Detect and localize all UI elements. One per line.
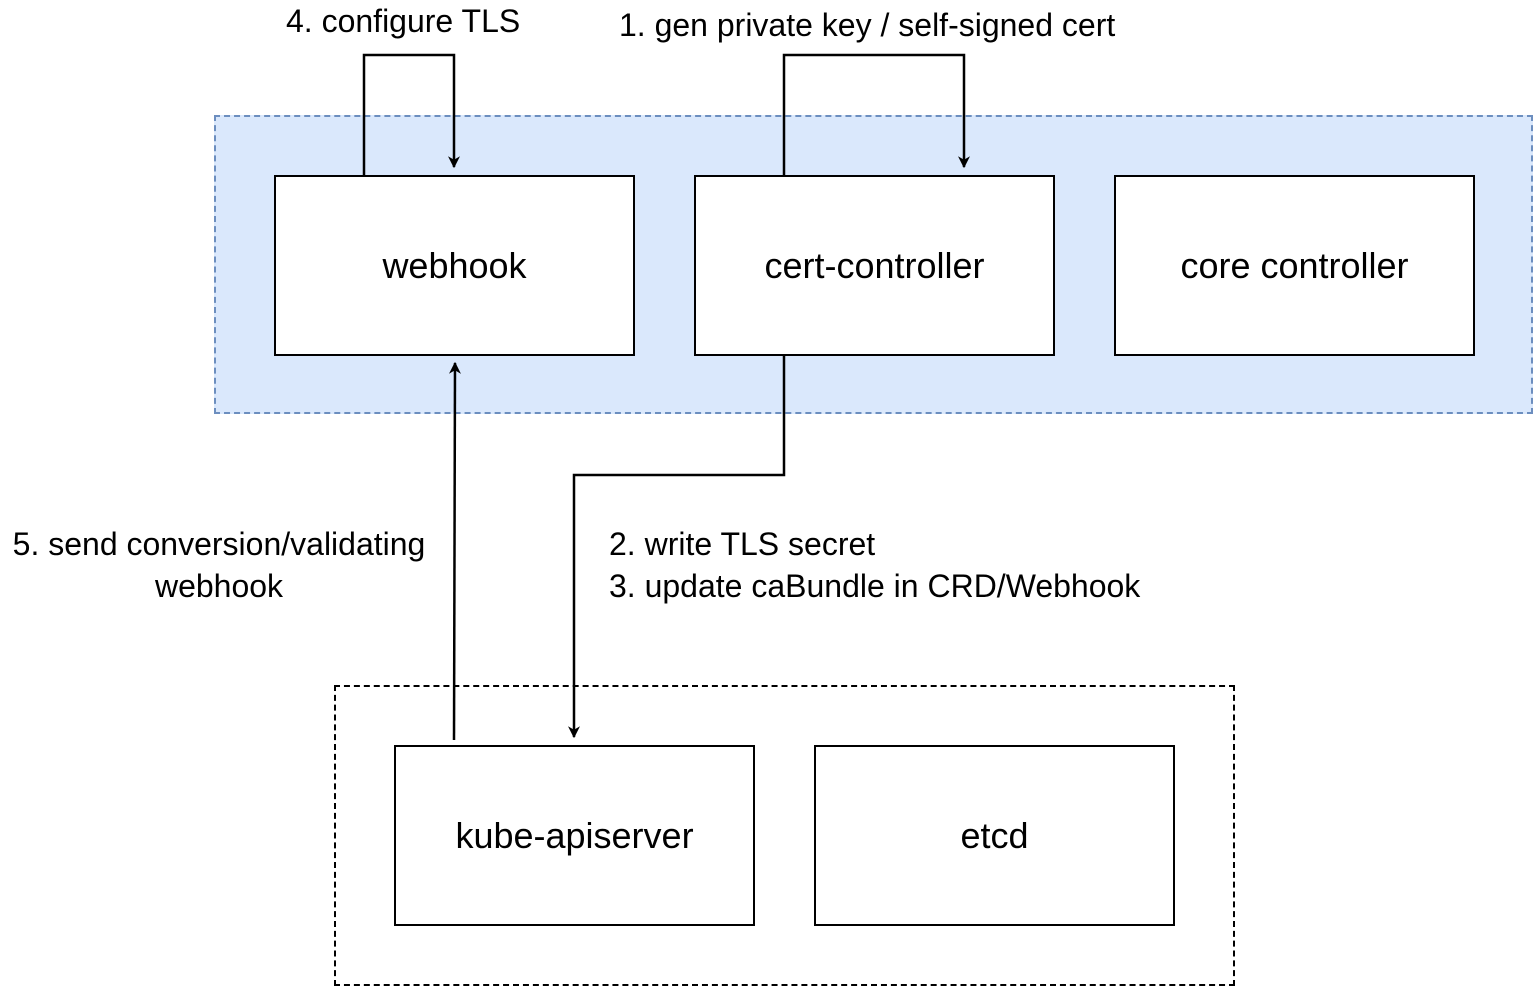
webhook-node: webhook — [274, 175, 635, 356]
core-controller-node: core controller — [1114, 175, 1475, 356]
edge-label-configure-tls: 4. configure TLS — [286, 3, 521, 39]
edge-label-send-webhook-line1: 5. send conversion/validating — [12, 526, 426, 562]
etcd-label: etcd — [960, 814, 1029, 856]
edge-label-send-webhook: 5. send conversion/validating webhook — [0, 523, 438, 607]
edge-send-webhook — [448, 361, 461, 741]
edge-label-gen-private-key: 1. gen private key / self-signed cert — [619, 7, 1116, 43]
etcd-node: etcd — [814, 745, 1175, 926]
core-controller-label: core controller — [1180, 244, 1409, 286]
edge-label-update-cabundle: 3. update caBundle in CRD/Webhook — [609, 568, 1141, 604]
cert-controller-label: cert-controller — [764, 244, 985, 286]
kube-apiserver-node: kube-apiserver — [394, 745, 755, 926]
webhook-label: webhook — [382, 244, 527, 286]
cert-controller-node: cert-controller — [694, 175, 1055, 356]
edge-label-write-tls-secret: 2. write TLS secret — [609, 526, 876, 562]
edge-label-send-webhook-line2: webhook — [154, 568, 284, 604]
kube-apiserver-label: kube-apiserver — [455, 814, 694, 856]
edge-label-write-secret-update-cabundle: 2. write TLS secret 3. update caBundle i… — [609, 523, 1140, 607]
